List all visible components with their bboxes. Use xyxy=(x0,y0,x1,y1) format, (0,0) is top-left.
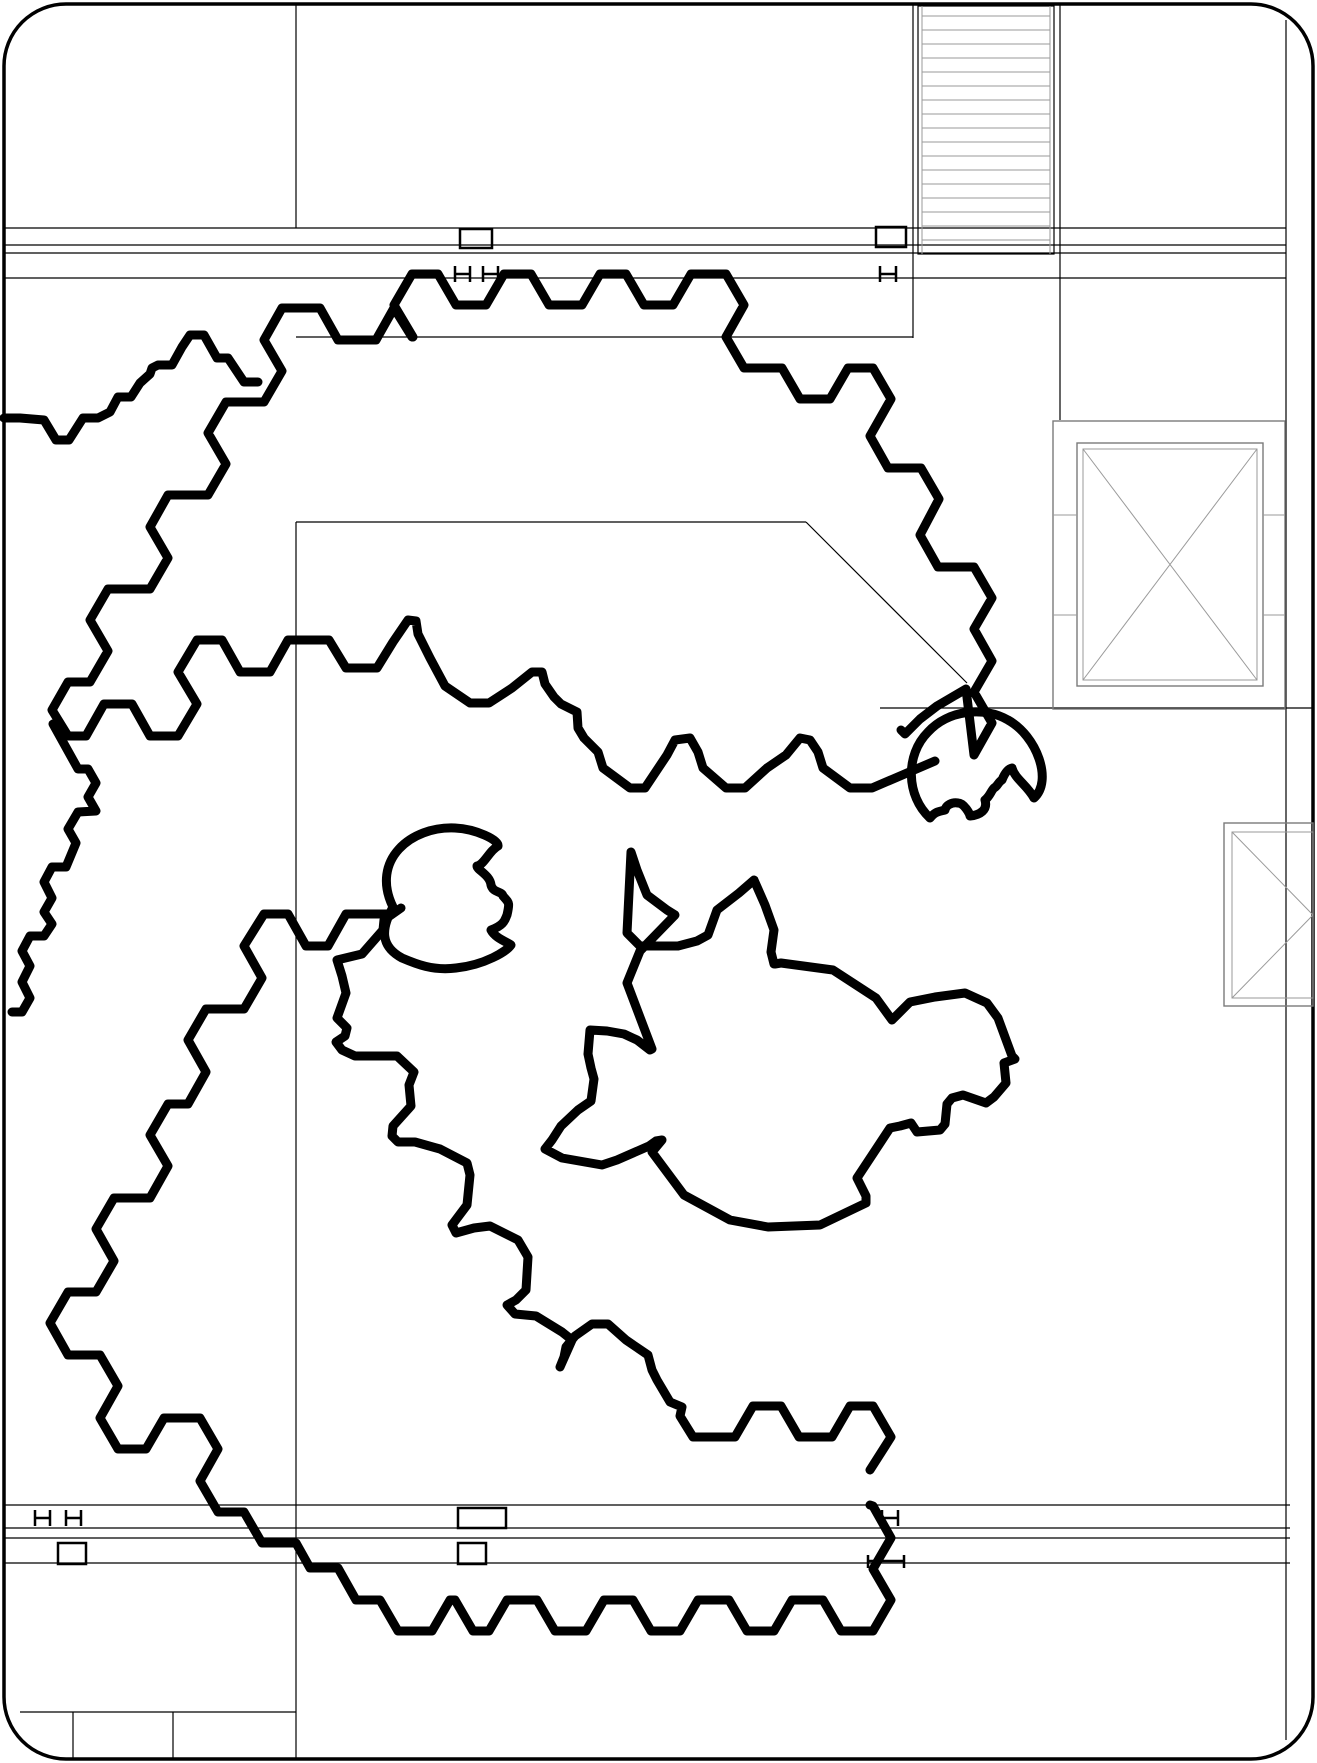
fixture-markers xyxy=(33,225,908,1568)
boundary-outline-inner xyxy=(45,909,896,1636)
grid-lines xyxy=(4,4,1313,1759)
boundary-outline-lower xyxy=(7,719,101,1017)
boundary-outline-left xyxy=(0,330,263,445)
boundary-outline-lower-arc xyxy=(331,903,896,1475)
opening-panel-upper xyxy=(1052,420,1286,710)
boundary-outline-main xyxy=(47,269,997,793)
staircase xyxy=(917,5,1055,255)
irregular-shape xyxy=(540,847,1020,1232)
loop-shape-left xyxy=(380,823,516,974)
opening-panel-lower xyxy=(1223,822,1314,1007)
loop-shape-right xyxy=(906,707,1047,823)
